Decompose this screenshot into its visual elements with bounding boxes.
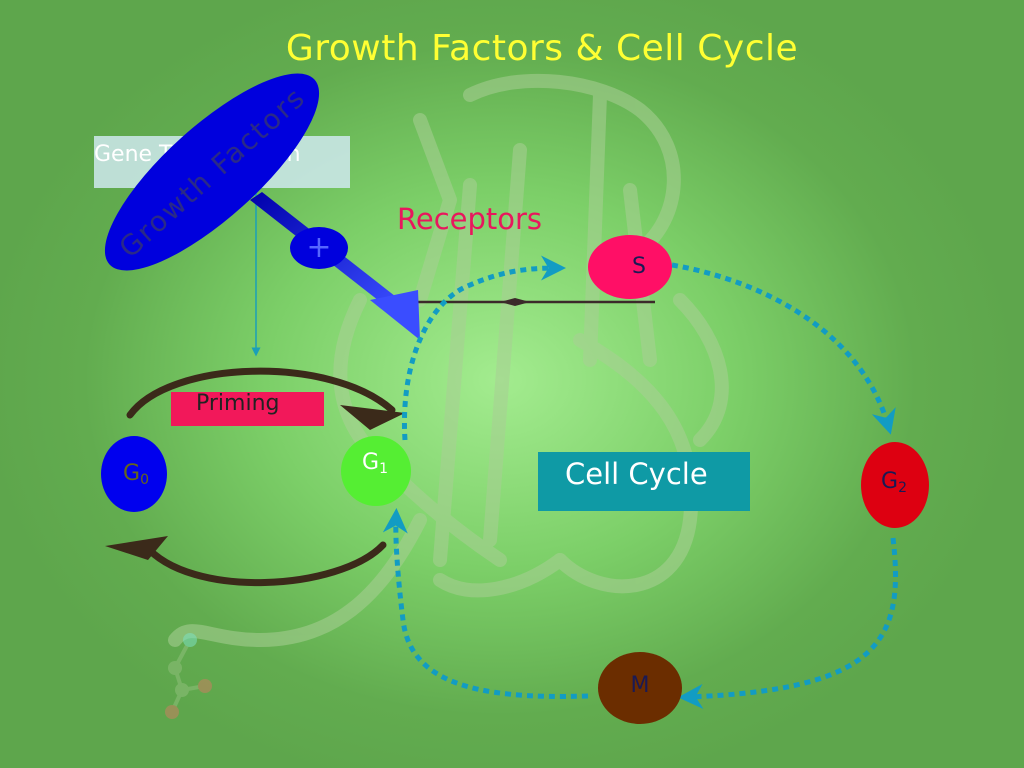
phase-label-g0: G0 [123, 461, 149, 488]
phase-label-g1: G1 [362, 450, 388, 477]
priming-arrowhead-bottom [105, 536, 168, 560]
arrow-m-to-g1 [382, 508, 589, 699]
cell-cycle-label: Cell Cycle [565, 457, 708, 491]
phase-label-s: S [632, 254, 646, 279]
phase-node-g0 [101, 436, 167, 512]
priming-label: Priming [196, 391, 280, 416]
slide-title: Growth Factors & Cell Cycle [285, 28, 799, 69]
priming-arrowhead-top [340, 405, 405, 430]
arrow-g2-to-m [678, 537, 898, 709]
phase-node-g1 [341, 436, 411, 506]
receptor-membrane-mark [500, 298, 530, 306]
cell-cycle-arrows [382, 255, 898, 709]
phase-node-g2 [861, 442, 929, 528]
phase-label-m: M [631, 673, 650, 698]
arrow-s-to-g2 [671, 262, 896, 435]
phase-node-s [588, 235, 672, 299]
cell-cycle-box [538, 452, 750, 511]
growth-factor-signal-arrow [250, 192, 420, 340]
priming-box [171, 392, 324, 426]
priming-arrow-bottom [141, 541, 387, 587]
receptors-label: Receptors [397, 202, 543, 236]
gene-transcription-label: Gene Transcription [94, 142, 301, 167]
priming-arrow-top [126, 367, 396, 419]
arrow-g1-to-s [401, 255, 566, 441]
protein-ribbon-background [168, 73, 729, 647]
phase-node-m [598, 652, 682, 724]
ligand-ball-stick [165, 633, 212, 719]
phase-label-g2: G2 [881, 469, 907, 496]
